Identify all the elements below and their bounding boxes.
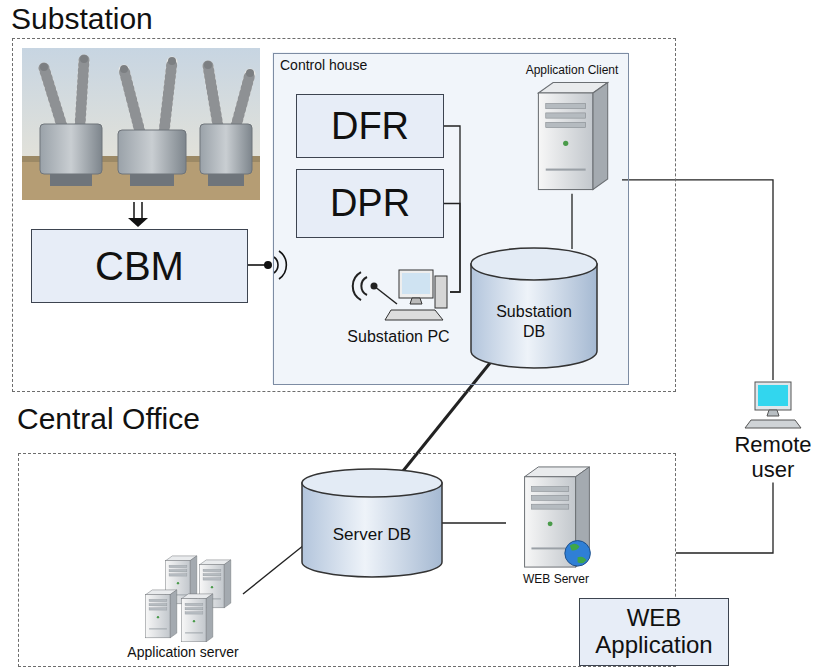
tower-icon <box>530 78 614 194</box>
device-node: Remote user <box>728 380 818 483</box>
laptop-icon <box>743 380 803 430</box>
connector-line <box>444 126 460 292</box>
web-icon <box>516 463 596 571</box>
device-node: Application Client <box>522 64 622 194</box>
connector-line <box>442 522 506 523</box>
region-frame: Central OfficeServer DBWEB ServerWEB App… <box>18 453 676 667</box>
box-label: CBM <box>95 244 184 289</box>
device-node: WEB Server <box>506 463 606 587</box>
process-box: DPR <box>296 169 444 238</box>
substation-photo <box>22 48 260 200</box>
process-box: DFR <box>296 94 444 158</box>
device-node: Substation PC <box>347 264 450 346</box>
pc-icon <box>347 264 450 326</box>
control-house-frame: Control houseDFR DPR Application ClientSub… <box>273 53 629 385</box>
database-label: Server DB <box>333 525 411 545</box>
device-label: Remote user <box>728 432 818 483</box>
connector-line <box>676 483 773 553</box>
farm-icon <box>124 554 242 642</box>
database-label: Substation DB <box>488 302 580 340</box>
device-label: Substation PC <box>347 328 449 346</box>
process-box: WEB Application <box>579 598 729 666</box>
device-node: Application server <box>109 554 257 660</box>
process-box: CBM <box>31 229 248 303</box>
control-house-ground <box>272 52 628 384</box>
device-label: WEB Server <box>523 573 589 587</box>
device-label: Application Client <box>526 64 619 78</box>
region-heading: Substation <box>11 2 153 35</box>
connector-line <box>243 545 304 594</box>
down-double-arrow <box>128 202 148 227</box>
database-node: Substation DB <box>470 247 598 369</box>
connector-line <box>403 363 490 471</box>
region-heading: Central Office <box>17 402 200 435</box>
box-label: DPR <box>330 182 410 225</box>
database-node: Server DB <box>301 468 443 578</box>
area-label: Control house <box>280 57 367 73</box>
connector-line <box>571 194 572 249</box>
connector-line <box>622 180 773 380</box>
box-label: DFR <box>331 105 409 148</box>
device-label: Application server <box>127 644 238 660</box>
box-label: WEB Application <box>586 605 722 659</box>
database-cylinder <box>301 468 443 578</box>
region-frame: SubstationControl houseDFRDPRApplication… <box>12 38 676 392</box>
wireless-antenna <box>247 251 286 279</box>
